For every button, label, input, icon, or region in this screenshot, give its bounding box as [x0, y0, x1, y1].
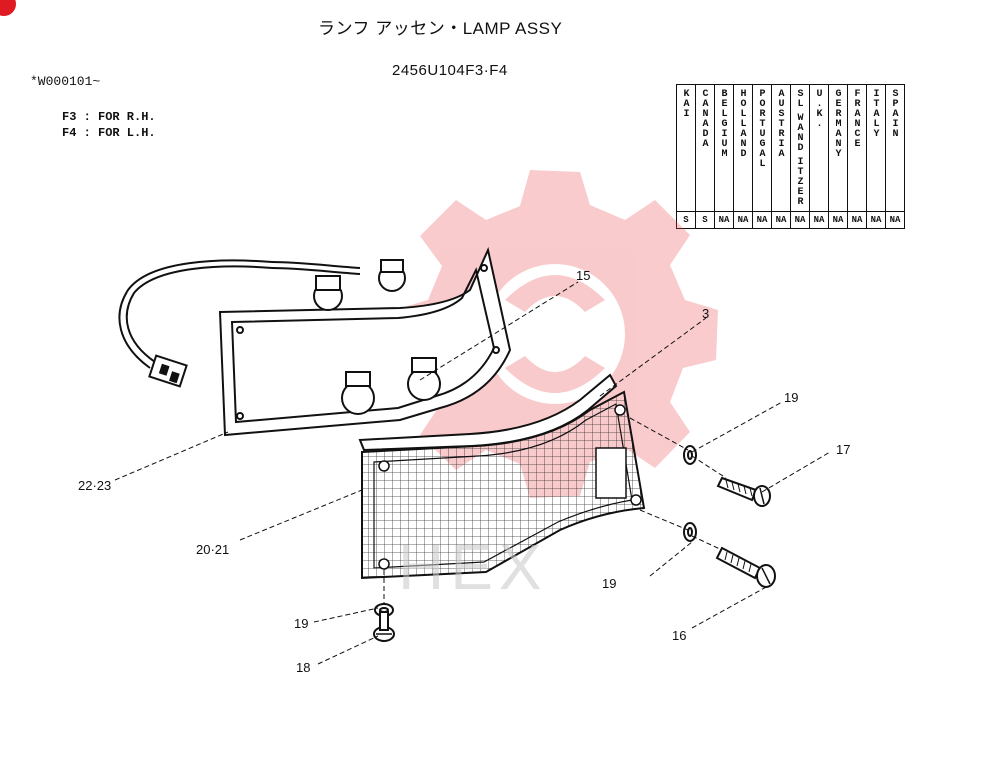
corner-badge — [0, 0, 16, 16]
callout-16: 16 — [672, 628, 687, 643]
leader-lines — [114, 281, 831, 665]
wire-harness — [118, 259, 361, 369]
callout-15: 15 — [576, 268, 591, 283]
screw-16 — [715, 546, 776, 588]
washer-middle — [683, 522, 697, 542]
callout-17: 17 — [836, 442, 851, 457]
callout-19-lower: 19 — [294, 616, 309, 631]
market-code-4: NA — [752, 211, 772, 229]
washer-upper — [683, 445, 697, 465]
callout-22-23: 22·23 — [78, 478, 112, 493]
serial-number: *W000101~ — [30, 74, 101, 89]
market-code-9: NA — [847, 211, 867, 229]
callout-19-middle: 19 — [602, 576, 617, 591]
callout-3: 3 — [702, 306, 710, 321]
note-lh: F4 : FOR L.H. — [62, 126, 156, 140]
bulb-lower-left — [341, 371, 375, 415]
bulb-lower-right — [407, 357, 441, 401]
market-code-3: NA — [733, 211, 753, 229]
connector — [148, 354, 188, 388]
bulb-upper-left — [313, 275, 343, 311]
callout-19-upper: 19 — [784, 390, 799, 405]
screw-18 — [373, 611, 395, 642]
callout-20-21: 20·21 — [196, 542, 230, 557]
screw-17 — [716, 476, 771, 507]
part-number: 2456U104F3·F4 — [392, 62, 508, 79]
bulb-upper-right — [378, 259, 406, 292]
market-code-11: NA — [885, 211, 905, 229]
watermark-logo — [392, 170, 718, 498]
lens — [361, 390, 646, 580]
market-code-0: S — [676, 211, 696, 229]
page-title: ランフ アッセン・LAMP ASSY — [318, 19, 563, 38]
note-rh: F3 : FOR R.H. — [62, 110, 156, 124]
callout-18: 18 — [296, 660, 311, 675]
watermark-text: HEX — [398, 531, 548, 603]
